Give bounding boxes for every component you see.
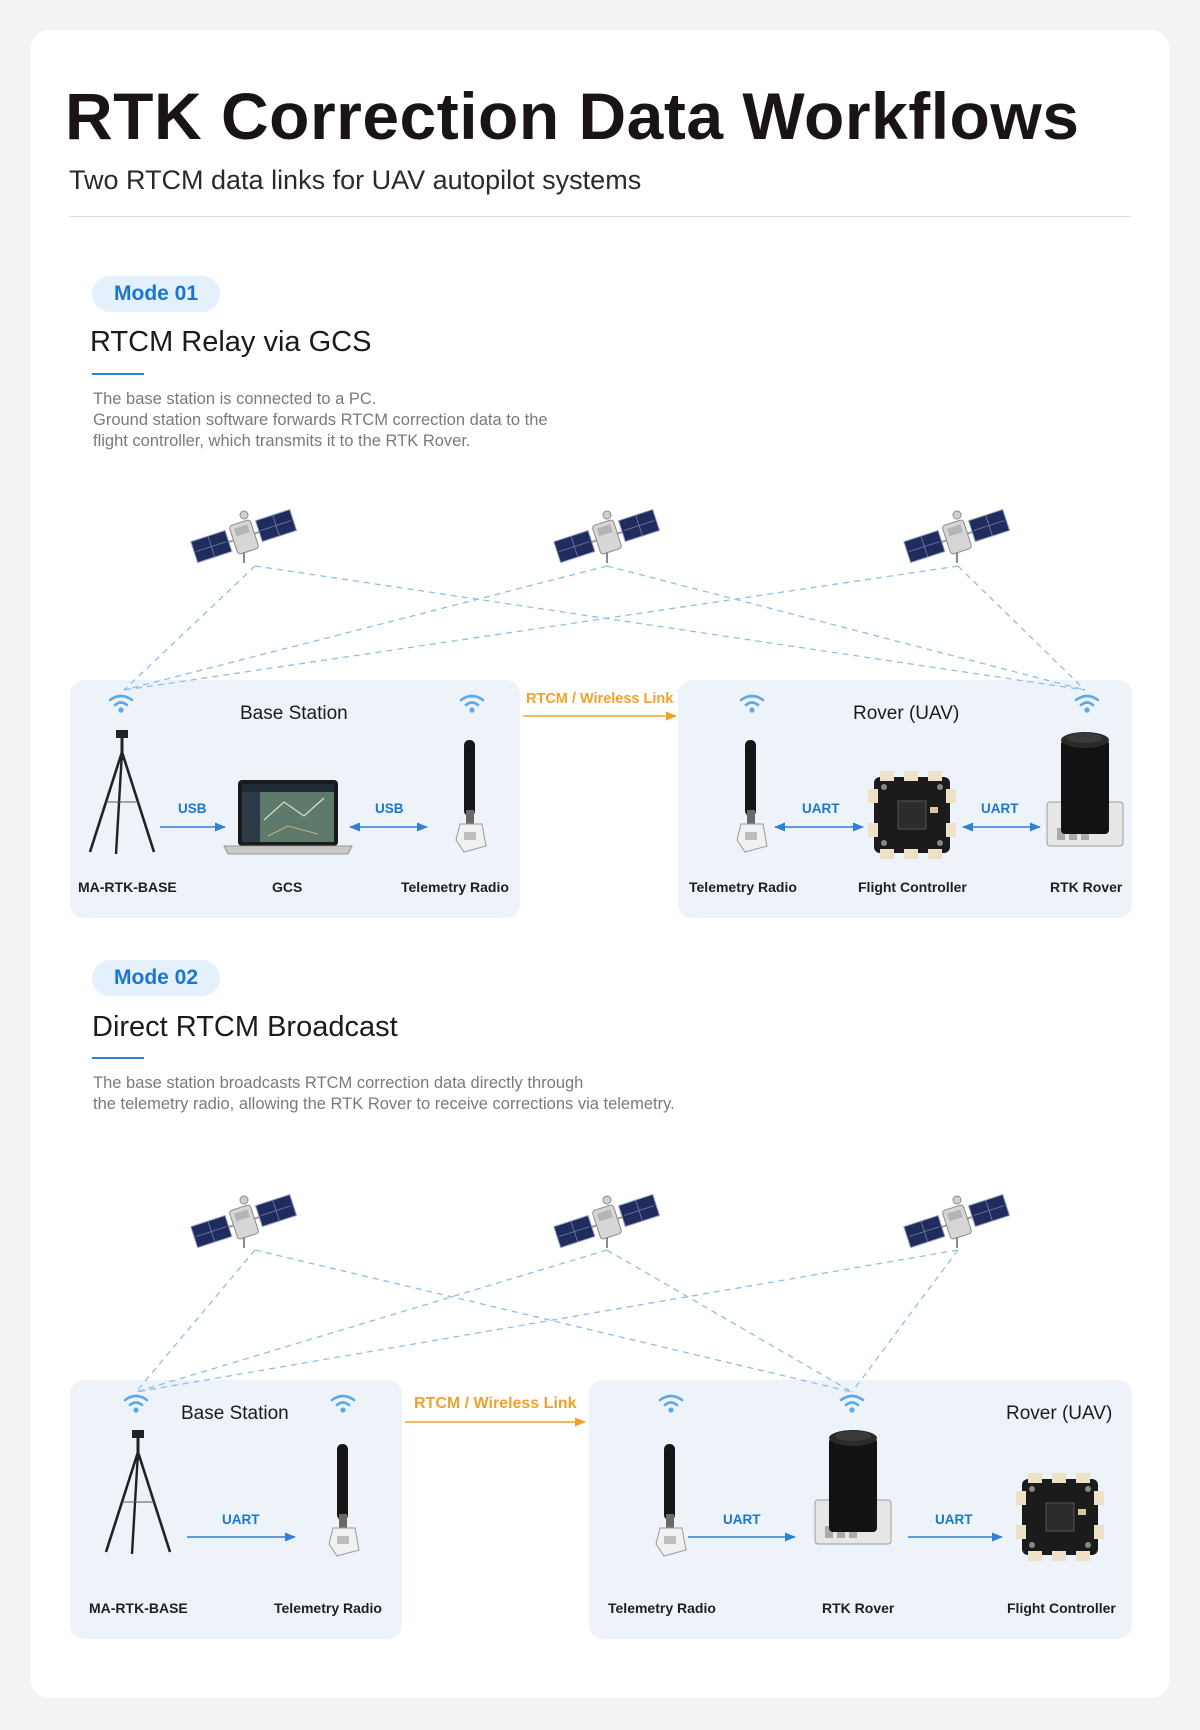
mode-01-wifi-icon-rtk-rover — [1074, 694, 1100, 714]
mode-02-heading: Direct RTCM Broadcast — [92, 1011, 398, 1043]
mode-02-description: The base station broadcasts RTCM correct… — [93, 1073, 675, 1115]
header-divider — [69, 216, 1131, 217]
mode-01-flight-controller-icon — [867, 770, 957, 860]
mode-02-satellite-icon-1 — [189, 1193, 298, 1249]
mode-02-rtk-rover-icon — [814, 1429, 892, 1545]
mode-01-wifi-icon-rover-radio — [739, 694, 765, 714]
mode-02-uart-label-2: UART — [723, 1512, 761, 1527]
mode-02-satellite-icon-3 — [902, 1193, 1011, 1249]
mode-01-desc-line: flight controller, which transmits it to… — [93, 432, 471, 450]
mode-02-wifi-icon-base-radio — [330, 1394, 356, 1414]
mode-01-usb-label-1: USB — [178, 801, 207, 816]
mode-02-wifi-icon-rover-radio — [658, 1394, 684, 1414]
page-title: RTK Correction Data Workflows — [65, 79, 1080, 153]
mode-01-tripod-label: MA-RTK-BASE — [78, 879, 177, 895]
mode-01-satellite-icon-2 — [552, 508, 661, 564]
mode-01-heading: RTCM Relay via GCS — [90, 326, 372, 358]
mode-02-wifi-icon-tripod — [123, 1394, 149, 1414]
mode-02-satellite-signal-lines — [135, 1249, 959, 1393]
page-subtitle: Two RTCM data links for UAV autopilot sy… — [69, 165, 642, 195]
mode-01-rtk-rover-label: RTK Rover — [1050, 879, 1123, 895]
mode-02-flight-controller-icon — [1015, 1472, 1105, 1562]
mode-02-tripod-icon — [104, 1428, 172, 1556]
mode-01-underline — [92, 373, 144, 375]
mode-02-base-telemetry-radio-icon — [328, 1443, 360, 1557]
mode-02-rover-radio-label: Telemetry Radio — [608, 1600, 716, 1616]
mode-02-badge: Mode 02 — [92, 960, 221, 996]
mode-02-wifi-icon-rtk-rover — [839, 1394, 865, 1414]
mode-01-uart-label-2: UART — [981, 801, 1019, 816]
mode-01-base-telemetry-radio-icon — [455, 739, 487, 853]
mode-01-wifi-icon-tripod — [108, 694, 134, 714]
mode-01-base-station-title: Base Station — [240, 703, 348, 724]
mode-01-satellite-signal-lines — [123, 565, 1086, 691]
mode-02-uart-label-1: UART — [222, 1512, 260, 1527]
mode-01-rtk-rover-icon — [1046, 731, 1124, 847]
mode-02-fc-label: Flight Controller — [1007, 1600, 1116, 1616]
mode-01-base-radio-label: Telemetry Radio — [401, 879, 509, 895]
mode-01-tripod-icon — [88, 728, 156, 856]
mode-01-usb-label-2: USB — [375, 801, 404, 816]
mode-02-base-radio-label: Telemetry Radio — [274, 1600, 382, 1616]
mode-01-desc-line: Ground station software forwards RTCM co… — [93, 411, 548, 429]
mode-02-rover-telemetry-radio-icon — [655, 1443, 687, 1557]
mode-02-rtk-rover-label: RTK Rover — [822, 1600, 895, 1616]
mode-01-rover-title: Rover (UAV) — [853, 703, 960, 724]
mode-01-rover-radio-label: Telemetry Radio — [689, 879, 797, 895]
mode-02-desc-line: the telemetry radio, allowing the RTK Ro… — [93, 1095, 675, 1113]
mode-02-wireless-link-label: RTCM / Wireless Link — [414, 1395, 577, 1412]
mode-01-fc-label: Flight Controller — [858, 879, 967, 895]
mode-01-gcs-label: GCS — [272, 879, 303, 895]
mode-01-rover-telemetry-radio-icon — [736, 739, 768, 853]
mode-01-satellite-icon-1 — [189, 508, 298, 564]
mode-02-tripod-label: MA-RTK-BASE — [89, 1600, 188, 1616]
mode-02-rover-title: Rover (UAV) — [1006, 1403, 1113, 1424]
mode-01-wifi-icon-base-radio — [459, 694, 485, 714]
mode-01-badge: Mode 01 — [92, 276, 221, 312]
mode-02-underline — [92, 1057, 144, 1059]
mode-02-satellite-icon-2 — [552, 1193, 661, 1249]
mode-02-base-station-title: Base Station — [181, 1403, 289, 1424]
mode-01-wireless-link-label: RTCM / Wireless Link — [526, 691, 674, 707]
mode-01-satellite-icon-3 — [902, 508, 1011, 564]
mode-02-uart-label-3: UART — [935, 1512, 973, 1527]
mode-02-desc-line: The base station broadcasts RTCM correct… — [93, 1074, 584, 1092]
mode-01-description: The base station is connected to a PC. G… — [93, 389, 548, 452]
mode-01-desc-line: The base station is connected to a PC. — [93, 390, 377, 408]
mode-01-laptop-icon — [223, 779, 353, 855]
mode-01-uart-label-1: UART — [802, 801, 840, 816]
